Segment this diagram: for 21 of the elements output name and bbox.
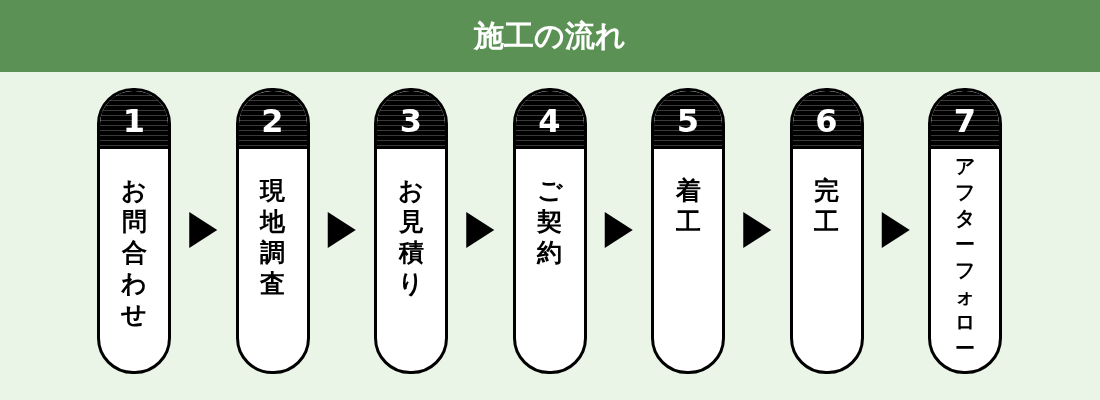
step-number: 2 bbox=[260, 103, 285, 139]
step-number: 6 bbox=[814, 103, 839, 139]
title-banner: 施工の流れ bbox=[0, 0, 1100, 72]
step-number: 1 bbox=[121, 103, 147, 139]
step-number: 3 bbox=[398, 103, 424, 139]
arrow bbox=[881, 212, 910, 248]
step-label: 完工 bbox=[813, 175, 840, 237]
arrow bbox=[189, 212, 218, 248]
arrow bbox=[466, 212, 495, 248]
step-number: 7 bbox=[952, 103, 978, 139]
arrow bbox=[327, 212, 356, 248]
arrow bbox=[604, 212, 633, 248]
step-number: 4 bbox=[537, 103, 562, 139]
step-label: ご契約 bbox=[535, 175, 564, 268]
step-label: お見積り bbox=[397, 175, 425, 299]
step-number: 5 bbox=[675, 103, 701, 139]
step-label: 着工 bbox=[674, 175, 702, 237]
arrow bbox=[743, 212, 772, 248]
step-label: アフターフォロー bbox=[954, 153, 976, 361]
step-label: お問合わせ bbox=[120, 175, 148, 330]
step-label: 現地調査 bbox=[258, 175, 286, 299]
